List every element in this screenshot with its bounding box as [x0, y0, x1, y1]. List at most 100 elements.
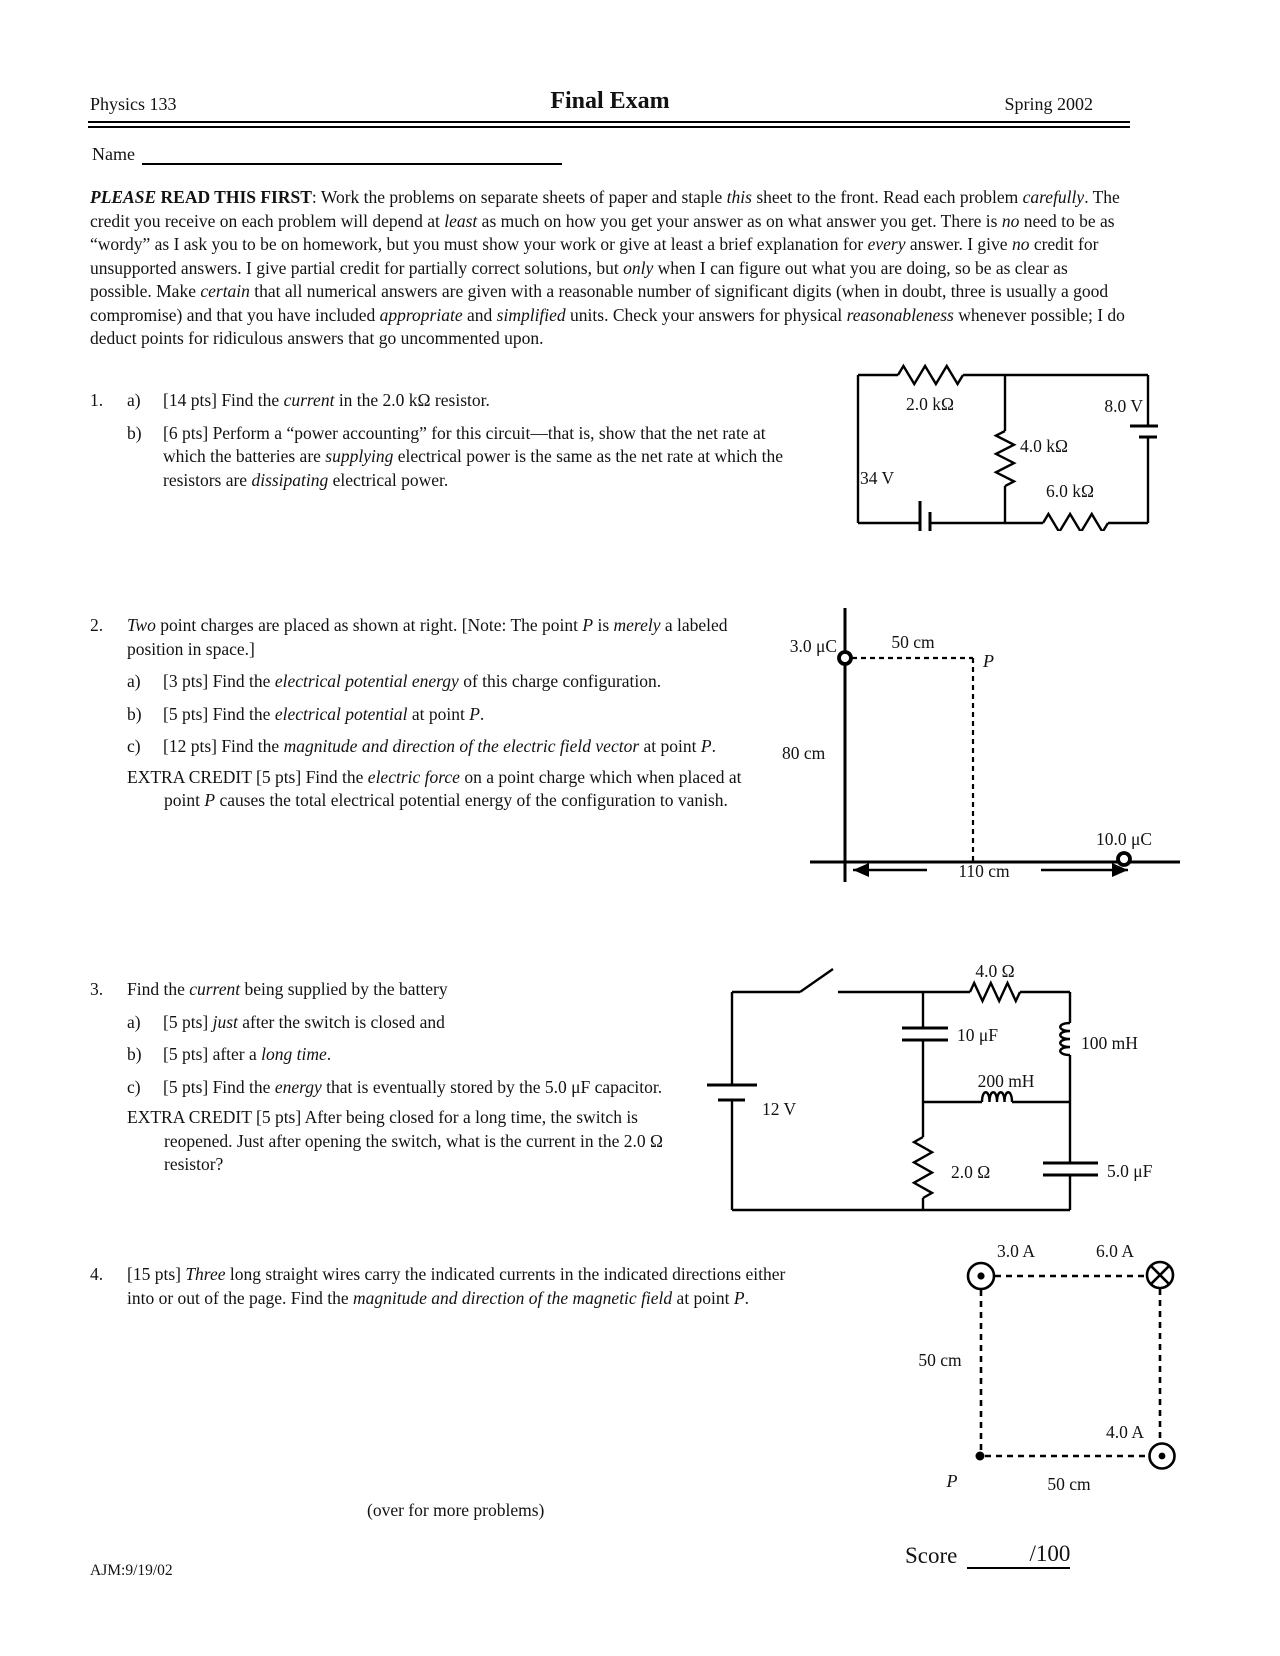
battery-label: 12 V [762, 1099, 797, 1119]
distance-label: 80 cm [782, 743, 826, 763]
problem-number: 2. [90, 615, 104, 635]
charge-symbol [837, 650, 853, 666]
resistor-label: 4.0 Ω [975, 961, 1014, 981]
inductor-label: 200 mH [978, 1071, 1035, 1091]
item-label: c) [127, 1076, 141, 1097]
problem-number: 1. [90, 390, 104, 410]
item-text: [3 pts] Find the electrical potential en… [163, 671, 662, 691]
arrow-right-icon [1112, 863, 1128, 877]
problem-number: 4. [90, 1264, 104, 1284]
item-text: [6 pts] Perform a “power accounting” for… [163, 422, 784, 490]
dashed-guide [852, 656, 975, 862]
item-label: a) [127, 1011, 141, 1032]
inductor-symbol [980, 1091, 1014, 1103]
wire [730, 990, 1072, 1212]
wire [856, 373, 1150, 525]
resistor-label: 4.0 kΩ [1020, 436, 1068, 456]
resistor-symbol [968, 980, 1022, 1004]
problem-2-item-b: b) [5 pts] Find the electrical potential… [127, 703, 750, 727]
charge-symbol [1116, 851, 1132, 867]
capacitor-label: 5.0 μF [1107, 1161, 1153, 1181]
switch-symbol [799, 968, 834, 993]
charge-label: 10.0 μC [1096, 829, 1152, 849]
capacitor-symbol [902, 1026, 948, 1042]
problem-number: 3. [90, 979, 104, 999]
item-label: b) [127, 422, 142, 443]
capacitor-label: 10 μF [957, 1025, 998, 1045]
problem-3-extra-credit: EXTRA CREDIT [5 pts] After being closed … [127, 1107, 663, 1174]
current-label: 3.0 A [997, 1241, 1035, 1261]
inductor-symbol [1059, 1021, 1071, 1057]
charge-label: 3.0 μC [790, 636, 837, 656]
problem-2-item-c: c) [12 pts] Find the magnitude and direc… [127, 735, 750, 759]
score-row: Score /100 [905, 1541, 1071, 1569]
problem-2-extra-credit: EXTRA CREDIT [5 pts] Find the electric f… [127, 766, 742, 811]
resistor-symbol [896, 363, 965, 387]
name-row: Name [92, 143, 562, 165]
current-label: 4.0 A [1106, 1422, 1144, 1442]
problem-1-item-a: a) [14 pts] Find the current in the 2.0 … [127, 389, 785, 413]
problem-3-item-b: b) [5 pts] after a long time. [127, 1043, 675, 1067]
point-label: P [946, 1471, 958, 1491]
wires-diagram: 3.0 A 6.0 A 4.0 A 50 cm 50 cm P [918, 1241, 1176, 1494]
instructions-paragraph: PLEASE READ THIS FIRST: Work the problem… [90, 187, 1125, 348]
distance-label: 50 cm [1047, 1474, 1091, 1494]
problem-3-item-a: a) [5 pts] just after the switch is clos… [127, 1011, 675, 1035]
battery-label: 8.0 V [1104, 396, 1143, 416]
over-note: (over for more problems) [367, 1500, 545, 1520]
resistor-symbol [1041, 511, 1110, 531]
item-label: a) [127, 390, 141, 410]
battery-symbol [918, 424, 1158, 531]
item-label: b) [127, 703, 142, 724]
point-label: P [982, 651, 994, 671]
problem-1: 1. a) [14 pts] Find the current in the 2… [90, 389, 785, 492]
circuit-1-diagram: 2.0 kΩ 4.0 kΩ 6.0 kΩ 34 V 8.0 V [856, 363, 1158, 531]
circuit-3-diagram: 4.0 Ω 10 μF 100 mH 200 mH 12 V 2.0 Ω 5.0… [707, 961, 1153, 1212]
problem-3: 3. Find the current being supplied by th… [90, 978, 675, 1177]
dashed-square [979, 1274, 1162, 1458]
problem-2-item-a: a) [3 pts] Find the electrical potential… [127, 670, 750, 694]
term-label: Spring 2002 [1004, 94, 1093, 114]
item-text: [5 pts] just after the switch is closed … [163, 1011, 445, 1032]
battery-symbol [707, 1083, 757, 1102]
page-title: Final Exam [550, 88, 670, 114]
resistor-label: 2.0 Ω [951, 1162, 990, 1182]
item-text: [5 pts] Find the electrical potential at… [163, 703, 485, 724]
item-text: [12 pts] Find the magnitude and directio… [163, 736, 716, 756]
resistor-label: 2.0 kΩ [906, 394, 954, 414]
item-label: c) [127, 736, 141, 756]
out-of-page-dot-icon [1158, 1452, 1166, 1460]
problem-4-statement: [15 pts] Three long straight wires carry… [127, 1264, 786, 1308]
item-text: [5 pts] Find the energy that is eventual… [163, 1076, 663, 1097]
into-page-cross-icon [1149, 1264, 1171, 1286]
problem-2: 2. Two point charges are placed as shown… [90, 614, 750, 813]
item-text: [14 pts] Find the current in the 2.0 kΩ … [163, 390, 490, 410]
problem-3-statement: Find the current being supplied by the b… [127, 979, 448, 999]
distance-label: 50 cm [918, 1350, 962, 1370]
inductor-label: 100 mH [1081, 1033, 1138, 1053]
item-text: [5 pts] after a long time. [163, 1044, 332, 1064]
score-label: Score [905, 1543, 958, 1568]
out-of-page-dot-icon [977, 1272, 985, 1280]
distance-label: 50 cm [891, 632, 935, 652]
resistor-label: 6.0 kΩ [1046, 481, 1094, 501]
distance-label: 110 cm [958, 861, 1010, 881]
problem-2-statement: Two point charges are placed as shown at… [127, 615, 728, 659]
name-label: Name [92, 144, 135, 164]
course-label: Physics 133 [90, 94, 177, 114]
point-p-dot [975, 1451, 985, 1461]
resistor-symbol [993, 429, 1017, 488]
problem-4: 4. [15 pts] Three long straight wires ca… [90, 1263, 795, 1310]
header-divider [88, 121, 1130, 128]
item-label: b) [127, 1044, 142, 1064]
score-blank-line: /100 [967, 1541, 1071, 1569]
resistor-symbol [911, 1135, 935, 1200]
arrow-left-icon [853, 863, 869, 877]
battery-label: 34 V [860, 468, 895, 488]
problem-3-item-c: c) [5 pts] Find the energy that is event… [127, 1076, 675, 1100]
capacitor-symbol [1043, 1161, 1098, 1177]
name-blank-line[interactable] [141, 143, 562, 165]
item-label: a) [127, 671, 141, 691]
current-label: 6.0 A [1096, 1241, 1134, 1261]
